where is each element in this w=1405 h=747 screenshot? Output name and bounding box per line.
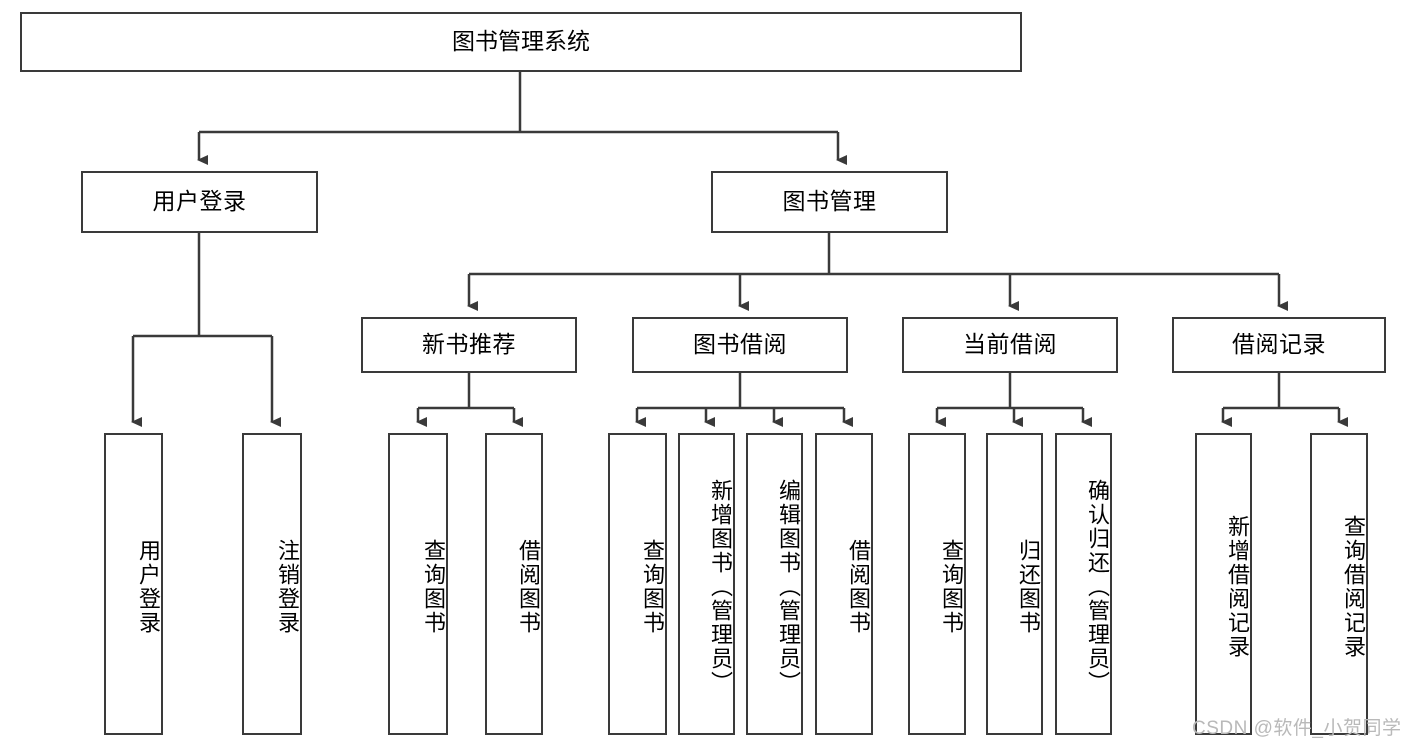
node-label: 借阅记录 bbox=[1232, 331, 1326, 358]
node-label: 图书管理系统 bbox=[452, 28, 590, 55]
leaf-borrow-record-add[interactable]: 新增借阅记录 bbox=[1195, 433, 1252, 735]
node-current-borrow[interactable]: 当前借阅 bbox=[902, 317, 1118, 373]
node-label: 图书管理 bbox=[782, 188, 877, 215]
leaf-book-borrow-borrow[interactable]: 借阅图书 bbox=[815, 433, 873, 735]
node-label: 查询图书 bbox=[421, 539, 446, 635]
node-label: 新书推荐 bbox=[422, 331, 516, 358]
node-book-management[interactable]: 图书管理 bbox=[711, 171, 948, 233]
node-label: 图书借阅 bbox=[693, 331, 787, 358]
node-label: 新增图书（管理员） bbox=[708, 479, 733, 695]
leaf-new-book-query[interactable]: 查询图书 bbox=[388, 433, 448, 735]
node-borrow-record[interactable]: 借阅记录 bbox=[1172, 317, 1386, 373]
node-user-login[interactable]: 用户登录 bbox=[81, 171, 318, 233]
leaf-borrow-record-query[interactable]: 查询借阅记录 bbox=[1310, 433, 1368, 735]
leaf-user-login-logout[interactable]: 注销登录 bbox=[242, 433, 302, 735]
leaf-current-borrow-confirm-return[interactable]: 确认归还（管理员） bbox=[1055, 433, 1112, 735]
node-label: 查询借阅记录 bbox=[1341, 515, 1366, 659]
node-label: 查询图书 bbox=[939, 539, 964, 635]
leaf-book-borrow-query[interactable]: 查询图书 bbox=[608, 433, 667, 735]
node-label: 归还图书 bbox=[1016, 539, 1041, 635]
node-label: 用户登录 bbox=[136, 539, 161, 635]
node-root-system[interactable]: 图书管理系统 bbox=[20, 12, 1022, 72]
node-label: 借阅图书 bbox=[516, 539, 541, 635]
node-label: 用户登录 bbox=[152, 188, 247, 215]
node-new-book-recommend[interactable]: 新书推荐 bbox=[361, 317, 577, 373]
leaf-book-borrow-add[interactable]: 新增图书（管理员） bbox=[678, 433, 735, 735]
leaf-book-borrow-edit[interactable]: 编辑图书（管理员） bbox=[746, 433, 803, 735]
node-label: 借阅图书 bbox=[846, 539, 871, 635]
node-label: 查询图书 bbox=[640, 539, 665, 635]
leaf-current-borrow-query[interactable]: 查询图书 bbox=[908, 433, 966, 735]
node-label: 新增借阅记录 bbox=[1225, 515, 1250, 659]
node-label: 确认归还（管理员） bbox=[1085, 479, 1110, 695]
leaf-new-book-borrow[interactable]: 借阅图书 bbox=[485, 433, 543, 735]
leaf-current-borrow-return[interactable]: 归还图书 bbox=[986, 433, 1043, 735]
node-label: 当前借阅 bbox=[963, 331, 1057, 358]
node-label: 编辑图书（管理员） bbox=[776, 479, 801, 695]
leaf-user-login-login[interactable]: 用户登录 bbox=[104, 433, 163, 735]
node-book-borrow[interactable]: 图书借阅 bbox=[632, 317, 848, 373]
node-label: 注销登录 bbox=[275, 539, 300, 635]
csdn-watermark: CSDN @软件_小贺同学 bbox=[1192, 718, 1402, 739]
